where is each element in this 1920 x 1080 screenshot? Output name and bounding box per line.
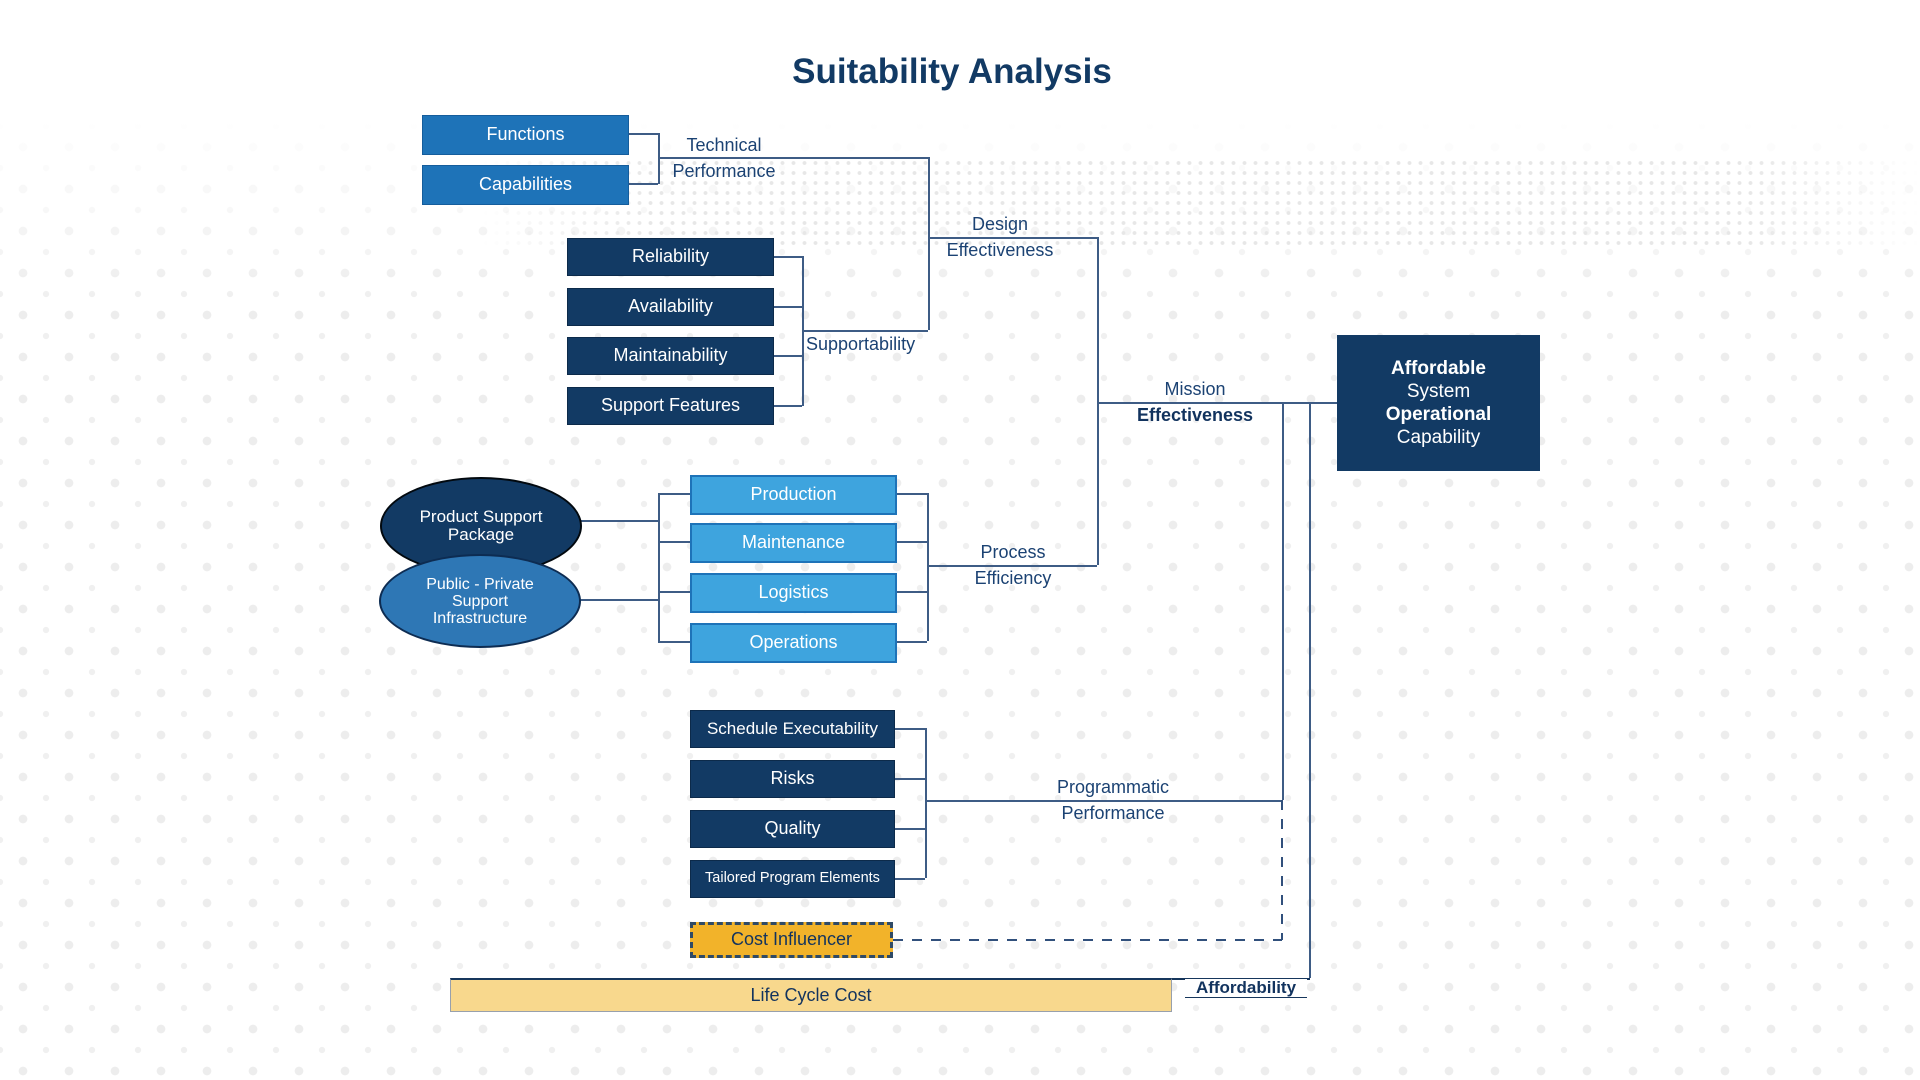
connector-technical-line xyxy=(658,157,928,159)
risks-box: Risks xyxy=(690,760,895,798)
connector-process-line xyxy=(927,565,1097,567)
mission-label-line1: Mission xyxy=(1164,379,1226,399)
outcome-line-4: Capability xyxy=(1396,427,1481,448)
reliability-box: Reliability xyxy=(567,238,774,276)
process-label-line2: Efficiency xyxy=(974,568,1052,588)
availability-box: Availability xyxy=(567,288,774,326)
production-box: Production xyxy=(690,475,897,515)
tailored-program-elements-box: Tailored Program Elements xyxy=(690,860,895,898)
connector-maintainability-stub xyxy=(772,355,802,357)
connector-maintenance-stub xyxy=(893,541,927,543)
connector-cost-dashed-vertical xyxy=(1281,800,1283,940)
supportability-label: Supportability xyxy=(806,334,916,354)
technical-label-line1: Technical xyxy=(686,135,762,155)
life-cycle-cost-bar: Life Cycle Cost xyxy=(450,978,1172,1012)
connector-process-left-bracket xyxy=(658,493,660,641)
quality-box: Quality xyxy=(690,810,895,848)
cost-influencer-box: Cost Influencer xyxy=(690,922,893,958)
outcome-line-1: Affordable xyxy=(1391,358,1486,379)
process-label-line1: Process xyxy=(980,542,1046,562)
public-private-support-infrastructure-label: Public - Private Support Infrastructure xyxy=(426,575,534,627)
connector-programmatic-line xyxy=(925,800,1282,802)
connector-technical-bracket xyxy=(658,133,660,184)
connector-mission-line xyxy=(1097,402,1337,404)
connector-support-features-stub xyxy=(772,405,802,407)
connector-risks-stub xyxy=(893,778,925,780)
connector-quality-stub xyxy=(893,828,925,830)
schedule-executability-box: Schedule Executability xyxy=(690,710,895,748)
connector-schedule-stub xyxy=(893,728,925,730)
logistics-box: Logistics xyxy=(690,573,897,613)
functions-box: Functions xyxy=(422,115,629,155)
product-support-package-label: Product Support Package xyxy=(419,507,543,544)
mission-label-line2: Effectiveness xyxy=(1136,405,1254,425)
connector-logistics-stub xyxy=(893,591,927,593)
design-label-line2: Effectiveness xyxy=(946,240,1054,260)
connector-operations-left-stub xyxy=(658,641,690,643)
public-private-support-infrastructure-ellipse: Public - Private Support Infrastructure xyxy=(379,554,581,648)
design-label-line1: Design xyxy=(971,214,1029,234)
connector-technical-supportability-vertical xyxy=(928,157,930,330)
background-fade xyxy=(0,0,1920,300)
connector-availability-stub xyxy=(772,306,802,308)
connector-cost-dashed-line xyxy=(893,939,1282,941)
connector-production-left-stub xyxy=(658,493,690,495)
connector-operations-stub xyxy=(893,641,927,643)
operations-box: Operations xyxy=(690,623,897,663)
connector-production-stub xyxy=(893,493,927,495)
outcome-line-3: Operational xyxy=(1385,404,1492,425)
connector-programmatic-bracket xyxy=(925,728,927,878)
connector-public-private-line xyxy=(577,599,658,601)
maintenance-box: Maintenance xyxy=(690,523,897,563)
outcome-line-2: System xyxy=(1406,381,1471,402)
programmatic-label-line1: Programmatic xyxy=(1056,777,1170,797)
connector-maintenance-left-stub xyxy=(658,541,690,543)
connector-design-line xyxy=(928,237,1097,239)
connector-design-process-vertical xyxy=(1097,237,1099,565)
connector-reliability-stub xyxy=(772,256,802,258)
connector-product-support-line xyxy=(578,520,658,522)
affordable-system-operational-capability-box: Affordable System Operational Capability xyxy=(1337,335,1540,471)
maintainability-box: Maintainability xyxy=(567,337,774,375)
connector-tailored-stub xyxy=(893,878,925,880)
programmatic-label-line2: Performance xyxy=(1061,803,1165,823)
connector-logistics-left-stub xyxy=(658,591,690,593)
connector-mission-programmatic-vertical xyxy=(1282,402,1284,800)
technical-label-line2: Performance xyxy=(672,161,776,181)
connector-mission-affordability-vertical xyxy=(1309,402,1311,978)
connector-capabilities-stub xyxy=(627,183,658,185)
connector-supportability-line xyxy=(802,330,928,332)
page-title: Suitability Analysis xyxy=(792,52,1112,91)
connector-process-bracket xyxy=(927,493,929,641)
connector-functions-stub xyxy=(627,133,658,135)
capabilities-box: Capabilities xyxy=(422,165,629,205)
support-features-box: Support Features xyxy=(567,387,774,425)
halftone-horizon-band xyxy=(480,158,1920,250)
affordability-label: Affordability xyxy=(1185,978,1307,998)
